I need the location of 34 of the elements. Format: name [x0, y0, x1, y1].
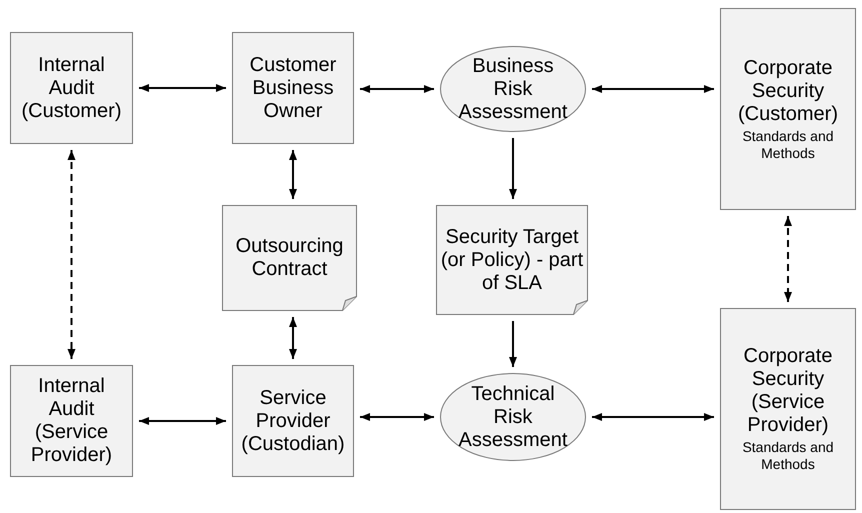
process-ellipse — [440, 46, 586, 132]
node-subtext: Standards and Methods — [741, 439, 835, 473]
process-ellipse — [440, 373, 586, 461]
arrow — [289, 317, 297, 359]
arrow — [139, 417, 226, 425]
arrow — [784, 216, 792, 302]
arrow — [360, 413, 434, 421]
arrow — [509, 321, 517, 367]
process-box — [232, 365, 354, 477]
node-label: Internal Audit (Customer) — [20, 54, 122, 122]
node-label: Internal Audit (Service Provider) — [30, 375, 114, 467]
arrow — [592, 85, 714, 93]
arrow — [509, 138, 517, 199]
process-box — [720, 8, 856, 210]
process-box — [10, 365, 133, 477]
node-label: Service Provider (Custodian) — [240, 386, 346, 456]
document-shape — [436, 205, 588, 315]
arrow — [139, 84, 226, 92]
process-box — [232, 32, 354, 144]
node-label: Outsourcing Contract — [234, 235, 344, 281]
arrow — [68, 150, 76, 359]
process-box — [10, 32, 133, 144]
node-subtext: Standards and Methods — [741, 128, 835, 162]
node-label: Security Target (or Policy) - part of SLA — [440, 226, 584, 294]
node-label: Customer Business Owner — [248, 54, 338, 122]
node-label: Corporate Security (Service Provider) — [742, 345, 834, 437]
node-label: Business Risk Assessment — [458, 54, 568, 124]
arrow — [289, 150, 297, 199]
arrow — [592, 413, 714, 421]
document-shape — [222, 205, 357, 311]
process-box — [720, 308, 856, 510]
node-label: Corporate Security (Customer) — [736, 56, 839, 126]
arrow — [360, 85, 434, 93]
node-label: Technical Risk Assessment — [458, 382, 568, 452]
